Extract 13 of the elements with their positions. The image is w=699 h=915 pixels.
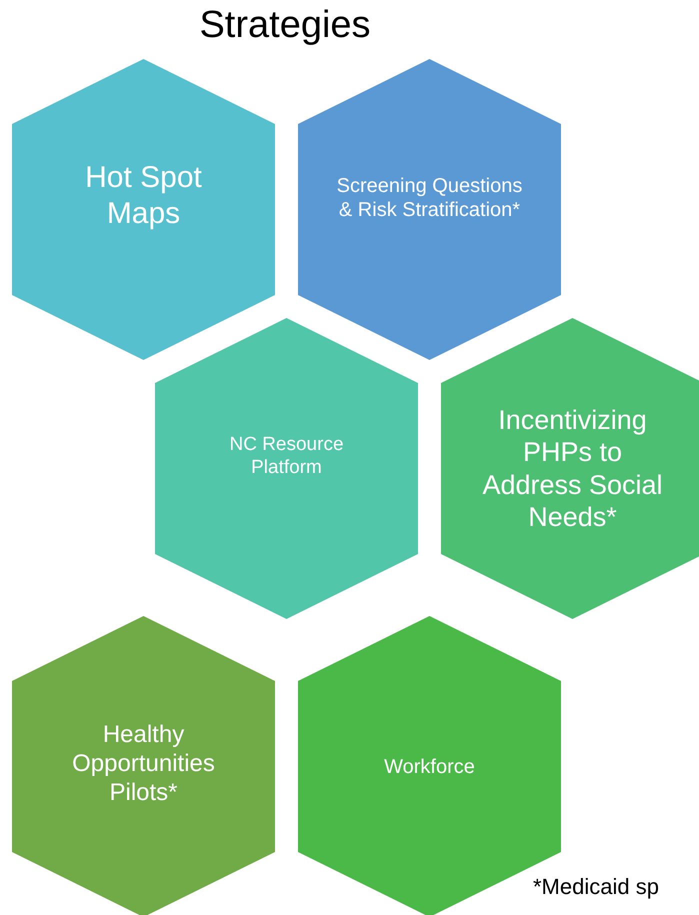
hexagon <box>298 59 561 360</box>
hexagon <box>441 318 699 619</box>
hexagon <box>12 59 275 360</box>
footnote: *Medicaid sp <box>533 874 659 900</box>
hexagon-label: Healthy Opportunities Pilots* <box>71 721 216 808</box>
title: Strategies <box>198 4 372 47</box>
hexagon-label: Hot Spot Maps <box>84 160 203 232</box>
hexagon <box>155 318 418 619</box>
hexagon-label: Screening Questions & Risk Stratification* <box>336 174 524 222</box>
hexagon-label: Incentivizing PHPs to Address Social Needs* <box>481 404 664 534</box>
hexagon-label: Workforce <box>383 754 476 778</box>
hexagon-label: NC Resource Platform <box>228 434 345 480</box>
hexagon <box>12 616 275 915</box>
